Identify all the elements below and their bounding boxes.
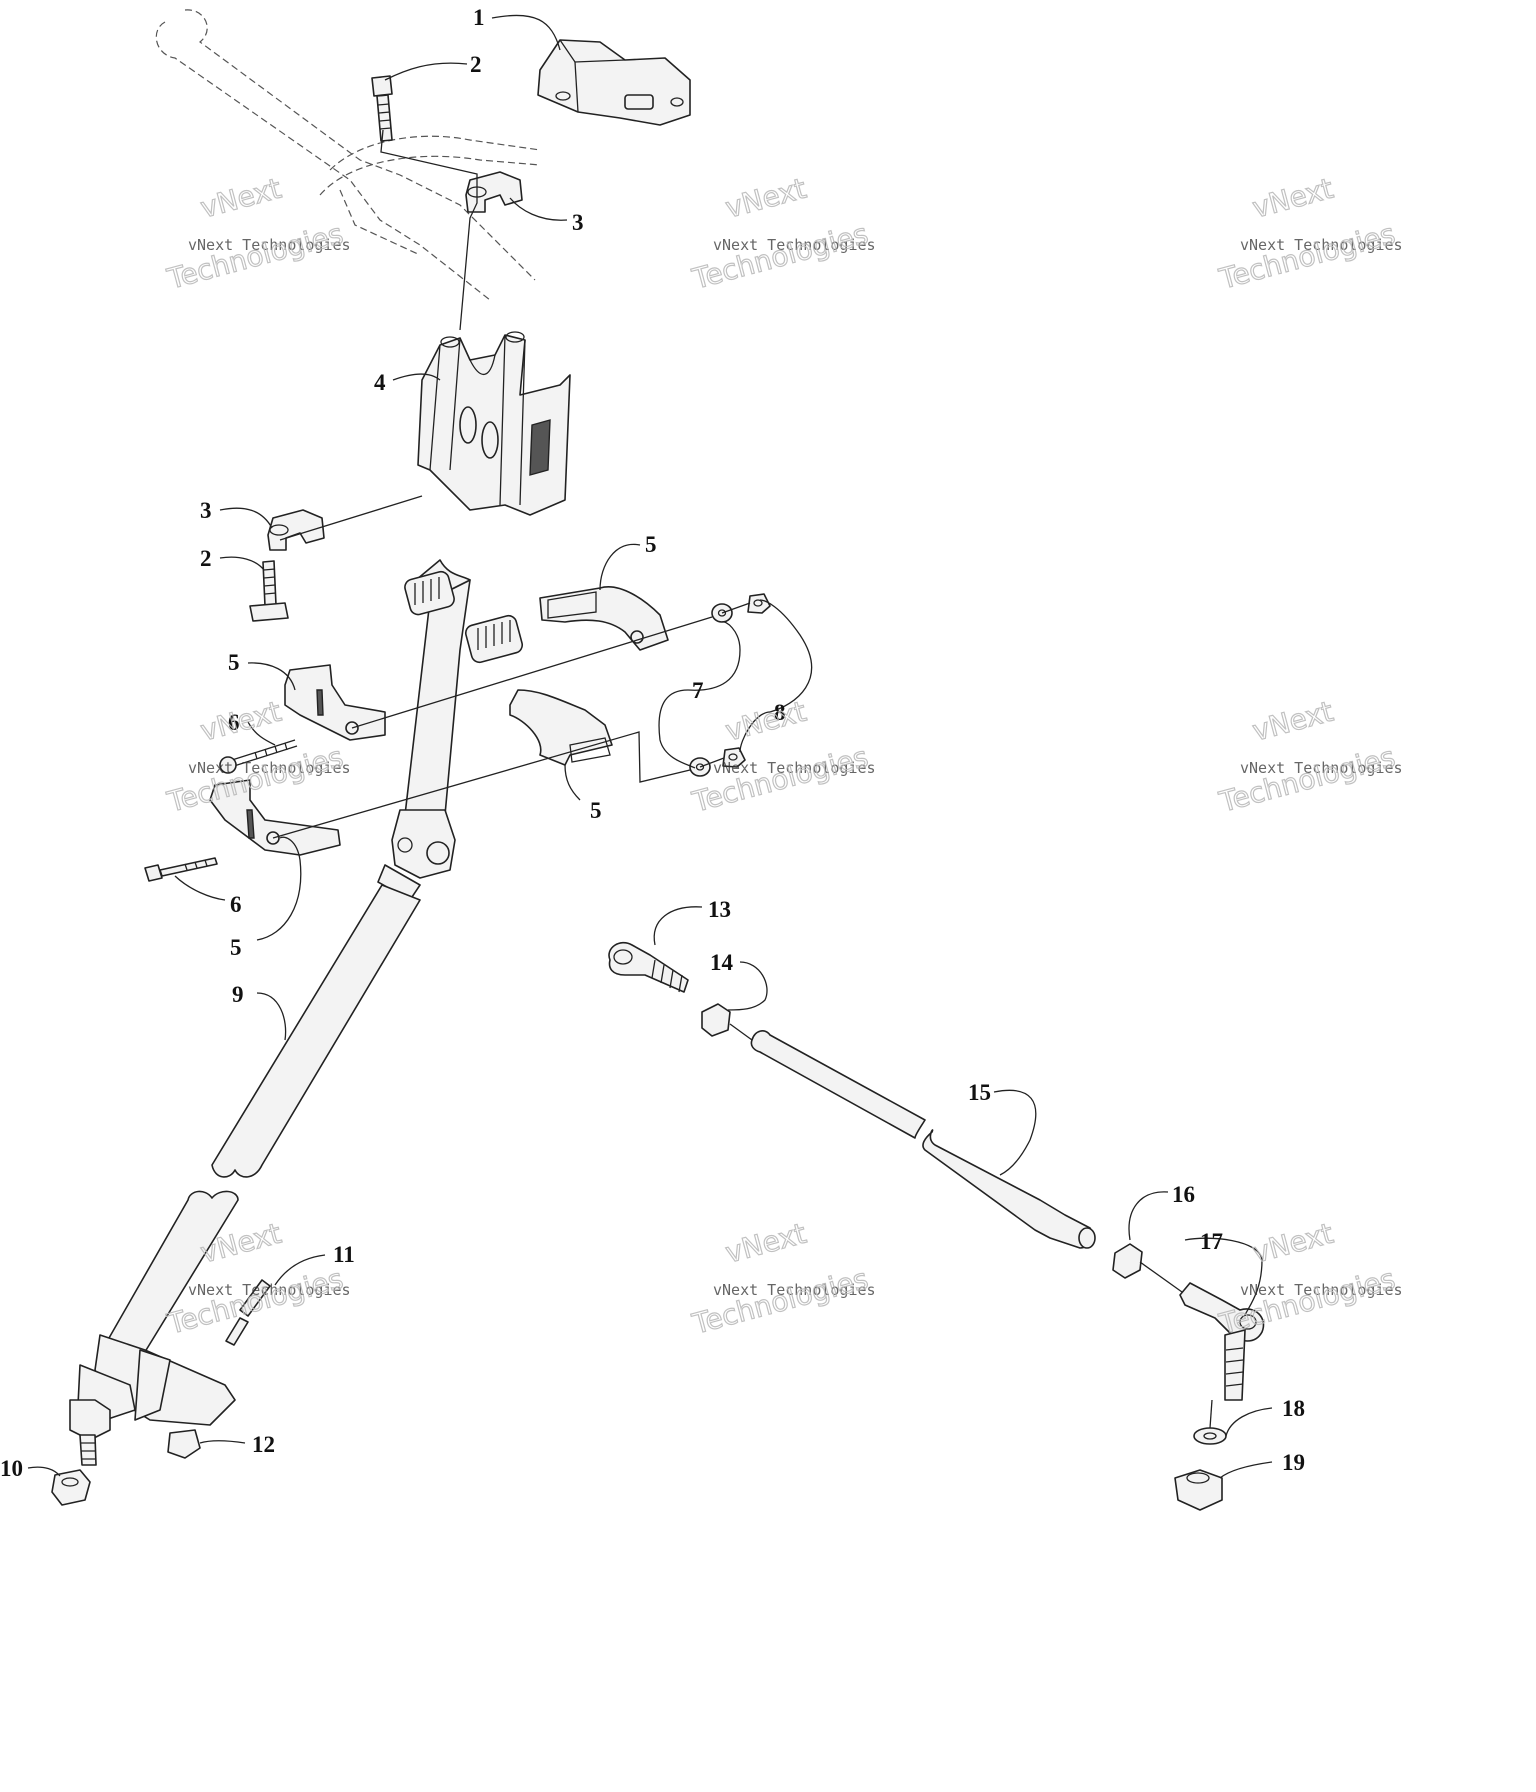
watermark-6: vNext vNext Technologies Technologies — [1215, 694, 1403, 819]
callout-2b: 2 — [200, 546, 212, 571]
watermark-2-sub: Technologies — [688, 217, 871, 296]
watermark-5-brand: vNext — [722, 695, 810, 748]
callout-6a: 6 — [228, 710, 240, 735]
callout-3b: 3 — [200, 498, 212, 523]
part-3-clamp-cap-top — [465, 171, 523, 213]
watermark-3-sub: Technologies — [1215, 217, 1398, 296]
watermark-1-brand: vNext — [197, 172, 285, 225]
part-8-nut-upper — [747, 593, 771, 614]
part-5-clamp-half-upper-right — [539, 586, 669, 651]
part-9-steering-shaft — [104, 884, 421, 1361]
watermark-9-brand: vNext — [1249, 1217, 1337, 1270]
watermark-2: vNext vNext Technologies Technologies — [688, 171, 876, 296]
callout-19: 19 — [1282, 1450, 1305, 1475]
part-1-switch-housing — [537, 39, 691, 126]
part-13-tie-rod-end-inner — [608, 941, 689, 993]
part-15-tie-rod — [750, 1030, 1096, 1249]
callout-5b: 5 — [228, 650, 240, 675]
watermark-5-sub: Technologies — [688, 740, 871, 819]
part-5-clamp-half-lower-left — [209, 779, 341, 856]
watermark-8: vNext vNext Technologies Technologies — [688, 1216, 876, 1341]
watermark-9-text: vNext Technologies — [1240, 1281, 1403, 1299]
alignment-lines — [272, 129, 751, 839]
watermark-1-sub: Technologies — [163, 217, 346, 296]
watermark-3-text: vNext Technologies — [1240, 236, 1403, 254]
callout-15: 15 — [968, 1080, 991, 1105]
watermark-4-text: vNext Technologies — [188, 759, 351, 777]
handlebar-outline — [155, 9, 541, 301]
watermark-5-text: vNext Technologies — [713, 759, 876, 777]
watermark-6-brand: vNext — [1249, 695, 1337, 748]
callout-13: 13 — [708, 897, 731, 922]
callout-17: 17 — [1200, 1229, 1223, 1254]
watermark-3: vNext vNext Technologies Technologies — [1215, 171, 1403, 296]
callout-11: 11 — [333, 1242, 355, 1267]
leader-lines — [27, 14, 1273, 1479]
callout-16: 16 — [1172, 1182, 1195, 1207]
watermark-6-sub: Technologies — [1215, 740, 1398, 819]
part-8-nut-lower — [722, 747, 746, 768]
u-joint — [377, 809, 456, 901]
callout-numbers: 1 2 3 4 3 2 5 5 6 7 8 5 6 5 9 13 14 15 1… — [0, 5, 1305, 1481]
watermark-8-brand: vNext — [722, 1217, 810, 1270]
part-14-jam-nut — [701, 1003, 731, 1037]
steering-column-upper — [404, 559, 524, 816]
part-2-bolt-lower — [249, 560, 289, 622]
part-19-lock-nut — [1174, 1469, 1223, 1511]
part-18-washer — [1193, 1427, 1227, 1445]
watermark-8-sub: Technologies — [688, 1262, 871, 1341]
callout-3: 3 — [572, 210, 584, 235]
part-5-clamp-half-upper-left — [284, 664, 386, 741]
callout-1: 1 — [473, 5, 485, 30]
tie-rod-alignment-lines — [729, 1023, 1213, 1429]
callout-9: 9 — [232, 982, 244, 1007]
watermark-8-text: vNext Technologies — [713, 1281, 876, 1299]
callout-18: 18 — [1282, 1396, 1305, 1421]
watermark-6-text: vNext Technologies — [1240, 759, 1403, 777]
callout-6b: 6 — [230, 892, 242, 917]
watermark-5: vNext vNext Technologies Technologies — [688, 694, 876, 819]
callout-8: 8 — [774, 700, 786, 725]
watermarks: vNext vNext Technologies Technologies vN… — [163, 171, 1403, 1341]
watermark-3-brand: vNext — [1249, 172, 1337, 225]
watermark-2-brand: vNext — [722, 172, 810, 225]
part-3-clamp-cap-lower — [267, 509, 325, 551]
part-2-bolt-top — [371, 75, 393, 142]
part-12-nut — [167, 1429, 201, 1459]
watermark-1-text: vNext Technologies — [188, 236, 351, 254]
callout-7: 7 — [692, 678, 704, 703]
watermark-7-text: vNext Technologies — [188, 1281, 351, 1299]
callout-2: 2 — [470, 52, 482, 77]
lower-mount-flange — [69, 1334, 236, 1466]
watermark-9: vNext vNext Technologies Technologies — [1215, 1216, 1403, 1341]
watermark-9-sub: Technologies — [1215, 1262, 1398, 1341]
callout-5c: 5 — [590, 798, 602, 823]
callout-14: 14 — [710, 950, 734, 975]
part-6-bolt-lower — [144, 857, 218, 882]
callout-12: 12 — [252, 1432, 275, 1457]
callout-10: 10 — [0, 1456, 23, 1481]
part-17-tie-rod-end-outer — [1179, 1282, 1265, 1401]
part-16-jam-nut — [1112, 1243, 1143, 1279]
callout-4: 4 — [374, 370, 386, 395]
part-4-riser-block — [417, 331, 571, 516]
part-5-clamp-half-lower-middle — [509, 689, 613, 766]
part-6-bolt-upper — [219, 739, 298, 774]
part-11-stud — [225, 1279, 271, 1346]
watermark-2-text: vNext Technologies — [713, 236, 876, 254]
callout-5d: 5 — [230, 935, 242, 960]
watermark-4-brand: vNext — [197, 695, 285, 748]
callout-5a: 5 — [645, 532, 657, 557]
watermark-1: vNext vNext Technologies Technologies — [163, 171, 351, 296]
part-10-nut — [51, 1469, 91, 1506]
